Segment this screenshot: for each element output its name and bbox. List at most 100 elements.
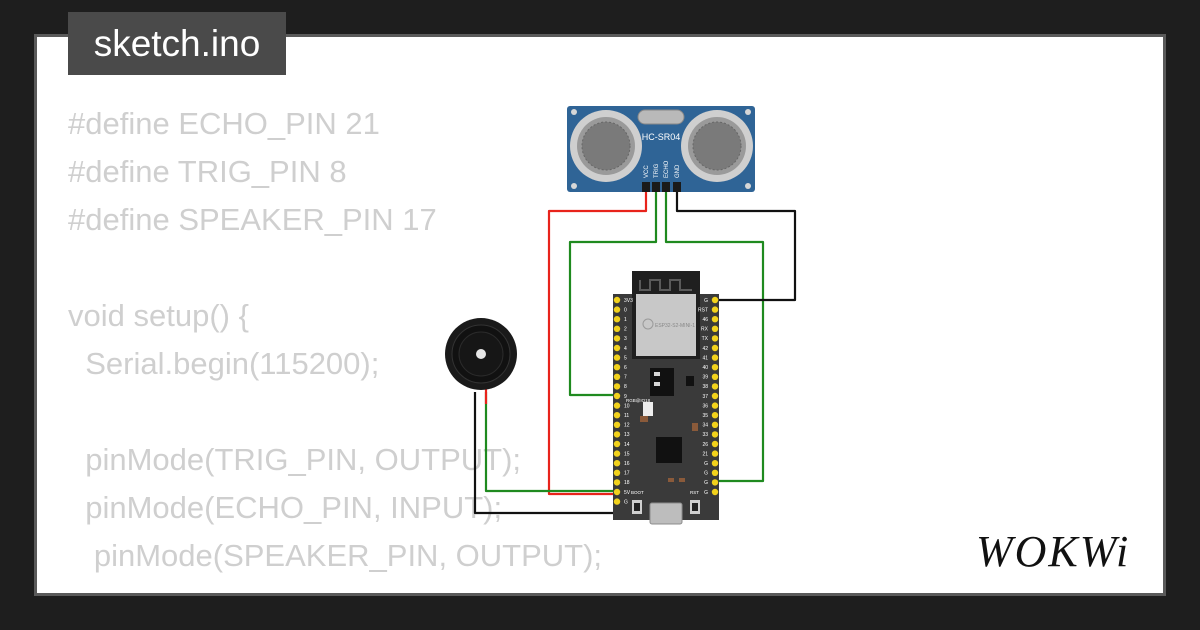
board-pin[interactable]: [711, 383, 719, 390]
rgb-led: [643, 402, 653, 416]
board-pin-label: 2: [624, 327, 627, 333]
board-pin[interactable]: [711, 402, 719, 409]
logo-text: WOKWi: [976, 528, 1130, 574]
board-pin-label: 42: [702, 346, 708, 352]
board-pin[interactable]: [711, 412, 719, 419]
board-pin[interactable]: [613, 354, 621, 361]
sensor-label: HC-SR04: [642, 132, 681, 142]
board-pin[interactable]: [711, 469, 719, 476]
board-pin[interactable]: [711, 392, 719, 400]
boot-button[interactable]: [632, 500, 642, 514]
esp32-board[interactable]: ESP32-S2-MINI-1 RGB@IO18 BOOT RST 3V3012…: [613, 271, 719, 525]
board-pin[interactable]: [613, 498, 621, 505]
board-pin[interactable]: [613, 316, 621, 323]
board-pin[interactable]: [613, 373, 621, 380]
board-pin[interactable]: [711, 306, 719, 313]
code-line: #define ECHO_PIN 21: [68, 106, 380, 141]
wire-speaker-black[interactable]: [473, 392, 617, 515]
board-pin[interactable]: [711, 440, 719, 448]
board-pin[interactable]: [711, 364, 719, 371]
board-pin-label: 5: [624, 355, 627, 361]
wire-vcc-red[interactable]: [547, 191, 648, 496]
svg-text:TRIG: TRIG: [654, 163, 660, 178]
board-pin-label: G: [704, 461, 708, 467]
wires: [473, 191, 797, 515]
board-pin[interactable]: [613, 383, 621, 390]
boot-label: BOOT: [631, 490, 644, 495]
board-pin[interactable]: [613, 488, 621, 496]
board-pin[interactable]: [711, 488, 719, 496]
board-pin[interactable]: [613, 421, 621, 428]
board-pin[interactable]: [613, 412, 621, 419]
board-pin[interactable]: [711, 450, 719, 457]
reset-button[interactable]: [690, 500, 700, 514]
ultrasonic-sensor[interactable]: HC-SR04 VCC TRIG ECHO GND: [567, 106, 755, 192]
usb-port: [649, 502, 683, 525]
board-pin[interactable]: [613, 392, 621, 400]
board-pin[interactable]: [711, 431, 719, 438]
board-pin[interactable]: [711, 335, 719, 342]
board-pin[interactable]: [613, 460, 621, 467]
board-pin[interactable]: [711, 316, 719, 323]
board-pin[interactable]: [711, 421, 719, 428]
board-pin-label: G: [624, 499, 628, 505]
board-pin-label: 46: [702, 317, 708, 323]
board-pin[interactable]: [711, 325, 719, 332]
board-pin-label: 9: [624, 394, 627, 400]
mcu-chip: [656, 437, 682, 463]
board-pin[interactable]: [613, 469, 621, 476]
board-pin[interactable]: [613, 450, 621, 457]
board-pin-label: 14: [624, 442, 630, 448]
board-pin[interactable]: [613, 325, 621, 332]
piezo-buzzer[interactable]: [445, 318, 517, 390]
wire-echo-green[interactable]: [664, 191, 765, 483]
board-pin[interactable]: [613, 364, 621, 371]
wire-gnd-black[interactable]: [675, 191, 797, 302]
board-pin-label: RST: [698, 307, 708, 313]
board-pin[interactable]: [613, 479, 621, 486]
board-pin-label: 37: [702, 394, 708, 400]
sensor-pin-labels: VCC TRIG ECHO GND: [644, 160, 681, 178]
board-pin-label: 4: [624, 346, 627, 352]
board-pin[interactable]: [711, 460, 719, 467]
board-pin[interactable]: [711, 344, 719, 352]
board-pin-label: 34: [702, 423, 708, 429]
board-pin-label: 11: [624, 413, 629, 419]
board-pin-label: 18: [624, 480, 630, 486]
wire-speaker-green[interactable]: [484, 392, 617, 493]
code-line: pinMode(ECHO_PIN, INPUT);: [68, 490, 503, 525]
board-pin[interactable]: [613, 296, 621, 304]
board-pin-label: 5V: [624, 490, 631, 496]
board-pin-label: 17: [624, 471, 630, 477]
svg-text:VCC: VCC: [644, 165, 650, 178]
board-pin[interactable]: [711, 354, 719, 361]
board-pin[interactable]: [613, 335, 621, 342]
wire-trig-green[interactable]: [568, 191, 658, 397]
board-pin[interactable]: [613, 431, 621, 438]
board-pin[interactable]: [613, 440, 621, 448]
board-pin-label: 1: [624, 317, 627, 323]
board-pin-label: G: [704, 471, 708, 477]
board-pin[interactable]: [711, 373, 719, 380]
board-pin-label: G: [704, 480, 708, 486]
board-pin-label: 21: [702, 451, 708, 457]
board-pin[interactable]: [711, 479, 719, 486]
board-pin-label: 26: [702, 442, 708, 448]
board-pin[interactable]: [613, 306, 621, 313]
board-pin-label: 16: [624, 461, 630, 467]
svg-text:GND: GND: [675, 164, 681, 178]
board-pin-label: 12: [624, 423, 630, 429]
board-pin[interactable]: [711, 296, 719, 304]
board-pin-label: 3V3: [624, 298, 633, 304]
board-pin-label: 15: [624, 451, 630, 457]
file-tab[interactable]: sketch.ino: [68, 12, 286, 75]
board-pin[interactable]: [613, 344, 621, 352]
board-pin-label: 35: [702, 413, 708, 419]
code-line: Serial.begin(115200);: [68, 346, 380, 381]
code-line: #define TRIG_PIN 8: [68, 154, 347, 189]
svg-text:ECHO: ECHO: [664, 160, 670, 178]
board-pin[interactable]: [613, 402, 621, 409]
code-line: #define SPEAKER_PIN 17: [68, 202, 437, 237]
board-pin-label: 0: [624, 307, 627, 313]
